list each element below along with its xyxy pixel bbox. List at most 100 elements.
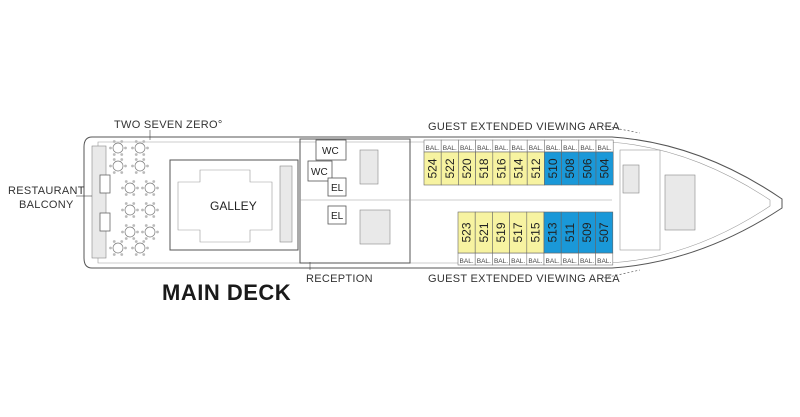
cabin-508[interactable]: BAL. 508 <box>561 139 580 186</box>
label-reception: RECEPTION <box>306 273 373 285</box>
cabin-number: 509 <box>580 222 594 242</box>
cabin-514[interactable]: BAL. 514 <box>509 139 528 186</box>
balcony-tag: BAL. <box>580 258 594 265</box>
cabin-522[interactable]: BAL. 522 <box>440 139 459 186</box>
cabin-number: 508 <box>563 158 577 178</box>
wc-mid-room <box>307 160 333 182</box>
cabin-512[interactable]: BAL.512 <box>526 139 545 186</box>
balcony-tag: BAL. <box>563 258 577 265</box>
restaurant-table <box>109 158 127 174</box>
service-core <box>299 138 411 264</box>
label-galley: GALLEY <box>210 199 257 213</box>
cabin-number: 507 <box>597 222 611 242</box>
cabin-516[interactable]: BAL. 516 <box>492 139 511 186</box>
cabin-518[interactable]: BAL. 518 <box>475 139 494 186</box>
hull-outline <box>83 136 783 269</box>
balcony-tag: BAL. <box>512 145 526 152</box>
cabins-top-row: BAL.524BAL.522BAL.520BAL.518BAL.516BAL.5… <box>423 139 614 186</box>
balcony-tag: BAL. <box>563 145 577 152</box>
balcony-tag: BAL. <box>460 258 474 265</box>
label-wc-mid: WC <box>311 167 328 178</box>
cabin-number: 520 <box>460 158 474 178</box>
cabin-521[interactable]: BAL. 521 <box>474 211 493 266</box>
cabin-509[interactable]: BAL. 509 <box>578 211 596 266</box>
balcony-tag: BAL. <box>511 258 525 265</box>
restaurant-table <box>131 140 149 156</box>
stern-window-top <box>99 174 111 194</box>
restaurant-table <box>121 202 139 218</box>
restaurant-table <box>109 140 127 156</box>
balcony-tag: BAL. <box>546 258 560 265</box>
balcony-tag: BAL. <box>443 145 457 152</box>
cabin-506[interactable]: BAL. 506 <box>578 139 597 186</box>
cabin-number: 515 <box>528 222 542 242</box>
balcony-tag: BAL. <box>494 258 508 265</box>
cabin-number: 511 <box>563 223 577 242</box>
elevator-top <box>327 177 347 197</box>
cabin-510[interactable]: BAL. 510 <box>544 139 562 186</box>
label-el-bottom: EL <box>331 211 344 222</box>
cabin-number: 506 <box>580 158 594 178</box>
label-wc-top: WC <box>322 146 339 157</box>
bow-stair <box>622 164 640 194</box>
cabin-517[interactable]: BAL. 517 <box>509 211 528 266</box>
cabin-524[interactable]: BAL. 524 <box>423 139 442 186</box>
deck-title: MAIN DECK <box>162 280 291 305</box>
balcony-tag: BAL. <box>477 258 491 265</box>
bow-lounge <box>619 149 661 251</box>
balcony-tag: BAL. <box>528 258 542 265</box>
cabin-513[interactable]: BAL. 513 <box>543 211 562 266</box>
cabin-511[interactable]: BAL. 511 <box>560 211 579 266</box>
cabins-bottom-row: BAL.523BAL.521BAL.519BAL.517BAL.515BAL.5… <box>457 211 614 266</box>
restaurant-table <box>141 180 159 196</box>
cabin-number: 521 <box>477 222 491 242</box>
cabin-520[interactable]: BAL. 520 <box>458 139 476 186</box>
restaurant-table <box>121 224 139 240</box>
balcony-tag: BAL. <box>460 145 474 152</box>
galley-equipment-strip <box>279 165 293 243</box>
balcony-tag: BAL. <box>477 145 491 152</box>
cabin-519[interactable]: BAL. 519 <box>492 211 510 266</box>
cabin-number: 513 <box>546 222 560 242</box>
cabin-number: 517 <box>511 222 525 242</box>
balcony-tag: BAL. <box>580 145 594 152</box>
balcony-tag: BAL. <box>426 145 440 152</box>
cabin-number: 510 <box>546 158 560 178</box>
wc-top-room <box>315 139 347 161</box>
balcony-tag: BAL. <box>597 258 611 265</box>
cabin-body <box>595 211 614 254</box>
balcony-tag: BAL. <box>494 145 508 152</box>
restaurant-table <box>141 224 159 240</box>
cabin-515[interactable]: BAL. 515 <box>526 211 545 266</box>
restaurant-table <box>141 202 159 218</box>
label-two-seven-zero: TWO SEVEN ZERO° <box>114 119 223 131</box>
stairwell-bottom <box>359 209 391 245</box>
label-viewing-bottom: GUEST EXTENDED VIEWING AREA <box>428 273 620 285</box>
galley-counter <box>177 169 273 243</box>
cabin-number: 519 <box>494 222 508 242</box>
label-restaurant-balcony-1: RESTAURANT <box>8 185 85 197</box>
cabin-number: 516 <box>494 158 508 178</box>
stairwell-top <box>359 149 379 185</box>
cabin-504[interactable]: BAL. 504 <box>595 139 614 186</box>
cabin-number: 518 <box>477 158 491 178</box>
cabin-507[interactable]: BAL. 507 <box>595 211 614 266</box>
balcony-tag: BAL. <box>546 145 560 152</box>
cabin-number: 524 <box>426 158 440 178</box>
balcony-tag: BAL. <box>598 145 612 152</box>
label-restaurant-balcony-2: BALCONY <box>19 199 74 211</box>
cabin-number: 504 <box>598 158 612 178</box>
elevator-bottom <box>327 205 347 225</box>
stern-bulkhead <box>91 145 107 259</box>
restaurant-seating <box>109 140 159 256</box>
restaurant-table <box>131 240 149 256</box>
galley-area <box>169 159 299 251</box>
cabin-number: 522 <box>443 158 457 178</box>
balcony-tag: BAL. <box>529 145 543 152</box>
hull-inner-line <box>97 141 771 264</box>
restaurant-table <box>121 180 139 196</box>
cabin-523[interactable]: BAL.523 <box>457 211 476 266</box>
cabin-number: 514 <box>512 158 526 178</box>
stern-window-bottom <box>99 212 111 232</box>
